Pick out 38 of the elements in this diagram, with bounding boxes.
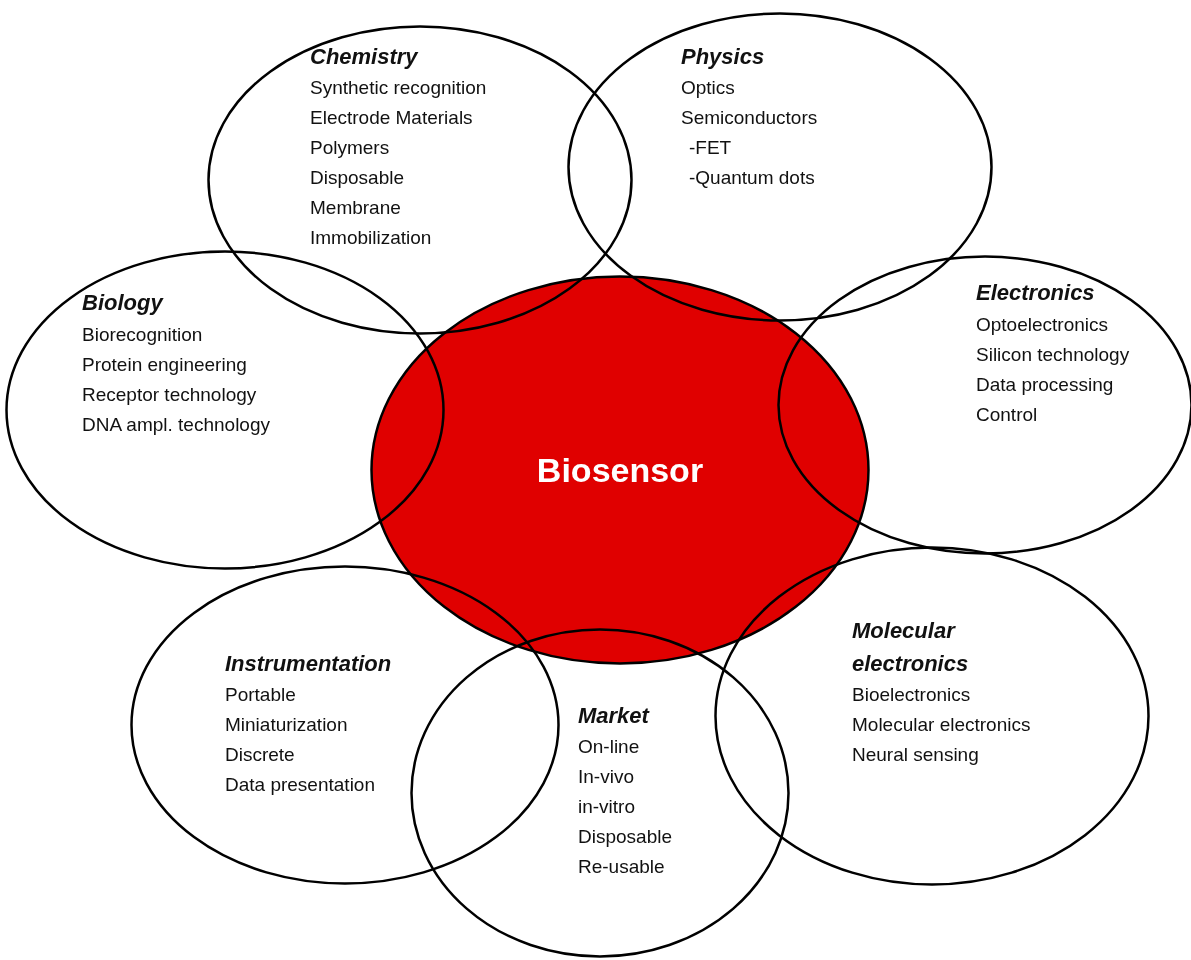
list-item: Protein engineering — [82, 353, 247, 377]
list-item: Bioelectronics — [852, 683, 971, 707]
list-item: On-line — [578, 735, 640, 759]
heading-text: Chemistry — [310, 43, 418, 71]
list-item: Disposable — [578, 825, 672, 849]
list-item: in-vitro — [578, 795, 635, 819]
list-item: Re-usable — [578, 855, 665, 879]
list-item: Optics — [681, 76, 735, 100]
list-item: Receptor technology — [82, 383, 257, 407]
list-item: Discrete — [225, 743, 295, 767]
list-item: Synthetic recognition — [310, 76, 487, 100]
heading-text: Market — [578, 702, 649, 730]
list-item: Polymers — [310, 136, 390, 160]
heading-text: Instrumentation — [225, 650, 392, 678]
list-item: Immobilization — [310, 226, 432, 250]
list-item: Molecular electronics — [852, 713, 1031, 737]
list-item: Optoelectronics — [976, 313, 1108, 337]
list-item: Data presentation — [225, 773, 375, 797]
list-item: Silicon technology — [976, 343, 1130, 367]
center-title: Biosensor — [535, 450, 705, 490]
list-item: Membrane — [310, 196, 401, 220]
list-item: -FET — [689, 136, 732, 160]
list-item: Miniaturization — [225, 713, 348, 737]
list-item: Electrode Materials — [310, 106, 473, 130]
list-item: Neural sensing — [852, 743, 979, 767]
list-item: In-vivo — [578, 765, 634, 789]
list-item: -Quantum dots — [689, 166, 815, 190]
list-item: Data processing — [976, 373, 1114, 397]
list-item: Control — [976, 403, 1038, 427]
heading-text: Physics — [681, 43, 765, 71]
list-item: Biorecognition — [82, 323, 203, 347]
list-item: Semiconductors — [681, 106, 818, 130]
heading-text: Electronics — [976, 279, 1095, 307]
list-item: Portable — [225, 683, 296, 707]
heading-text: Molecular electronics — [852, 617, 970, 678]
list-item: Disposable — [310, 166, 404, 190]
list-item: DNA ampl. technology — [82, 413, 270, 437]
heading-text: Biology — [82, 289, 163, 317]
